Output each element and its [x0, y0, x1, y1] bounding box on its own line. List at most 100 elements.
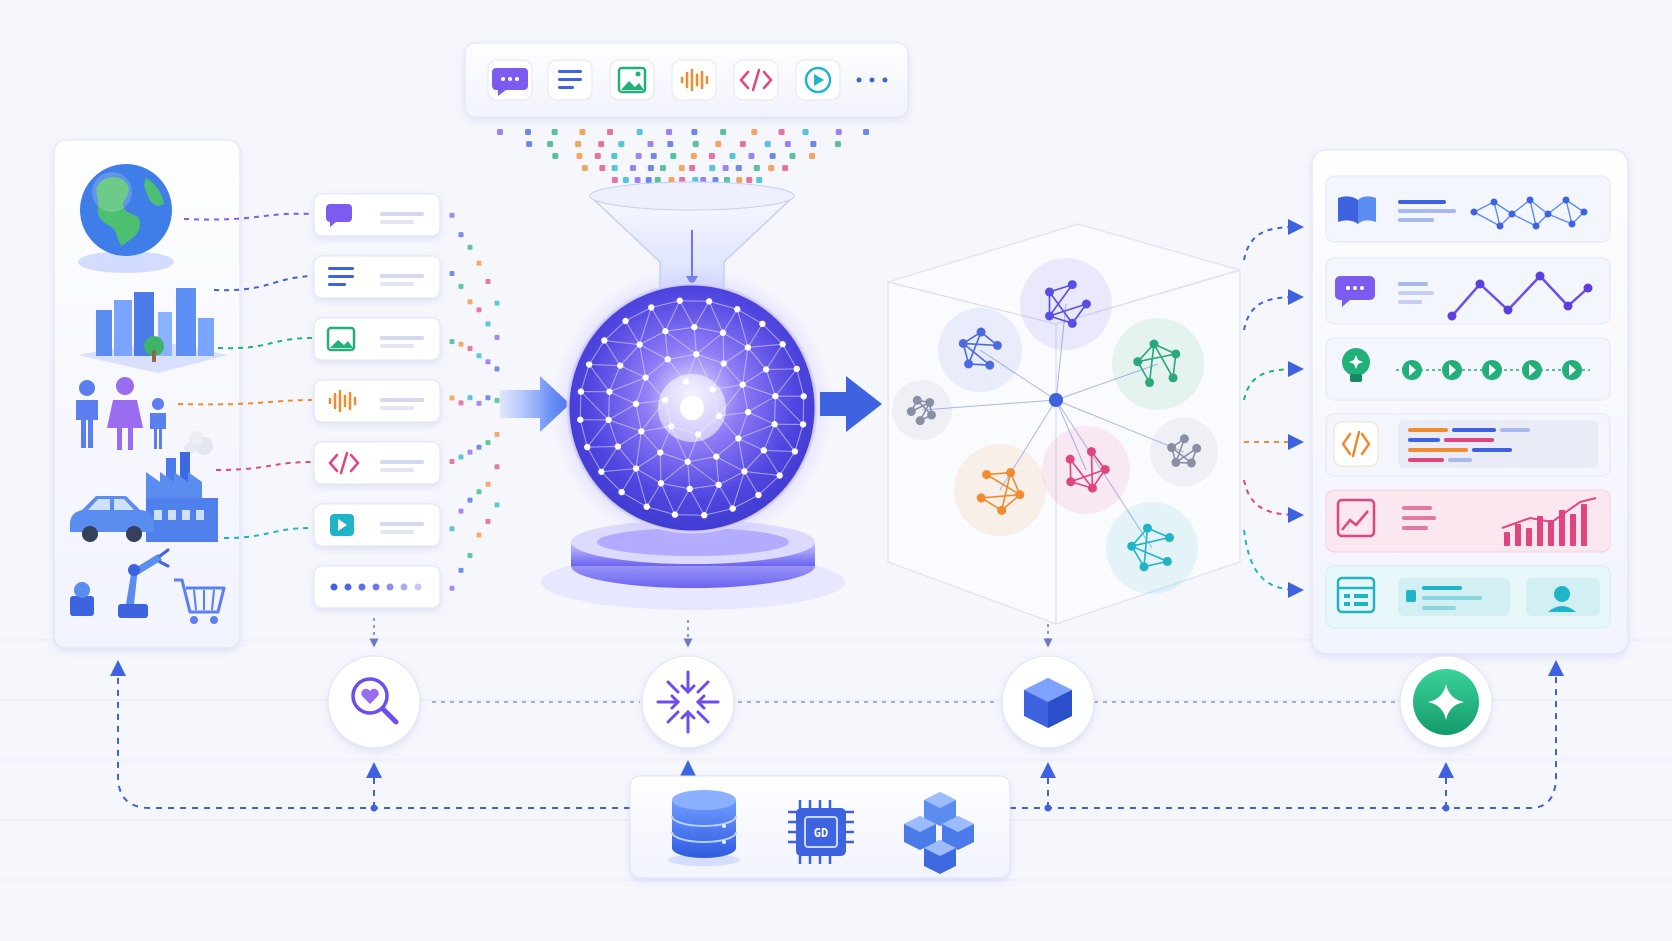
particle: [735, 165, 742, 171]
cluster-node: [915, 416, 925, 426]
particle: [458, 567, 464, 573]
sphere-node: [741, 468, 748, 475]
sphere-node: [584, 443, 591, 451]
robot-arm-icon: [70, 548, 170, 618]
output-row-analytics: [1325, 489, 1611, 553]
globe-icon: [78, 164, 174, 273]
sphere-node: [776, 472, 783, 479]
particle: [756, 177, 763, 183]
cluster-node: [1086, 447, 1096, 457]
particle: [485, 321, 491, 327]
particle: [494, 502, 500, 508]
particle-stream-top: [496, 129, 870, 183]
particle: [467, 299, 473, 305]
particle: [629, 165, 636, 171]
particle: [659, 165, 666, 171]
particle: [668, 177, 675, 183]
particle: [689, 165, 696, 171]
particle: [769, 153, 776, 159]
particle: [485, 359, 491, 365]
particle: [647, 165, 654, 171]
particle: [607, 129, 614, 135]
profile-card: [1526, 578, 1600, 616]
particle: [476, 444, 482, 450]
particle: [748, 153, 755, 159]
cluster-node: [1167, 443, 1177, 453]
particle: [449, 339, 455, 345]
sparkle-icon: [1428, 684, 1464, 720]
sphere-node: [800, 393, 807, 400]
pipeline-row: [327, 618, 1493, 749]
search-heart-icon: [351, 677, 399, 725]
particle: [611, 165, 618, 171]
sphere-node: [739, 381, 746, 388]
sphere-node: [664, 356, 671, 363]
cluster-node: [985, 360, 995, 370]
sphere-node: [686, 485, 693, 493]
sphere-node: [772, 392, 779, 400]
chat-icon: [1335, 276, 1375, 307]
cluster-node: [1127, 541, 1137, 551]
video-icon: [330, 514, 354, 536]
particle: [670, 153, 677, 159]
sphere-node: [719, 329, 727, 336]
particle: [467, 244, 473, 250]
cluster-node: [1100, 464, 1110, 474]
particle: [575, 141, 582, 147]
people-icon: [76, 377, 166, 450]
cluster-node: [964, 359, 974, 369]
output-row-dashboard: [1325, 565, 1611, 629]
sphere-node: [657, 449, 664, 456]
cluster-node: [1015, 490, 1025, 500]
sphere-node: [684, 458, 691, 465]
particle: [449, 459, 455, 465]
audio-icon: [328, 389, 357, 413]
sphere-node: [618, 488, 625, 496]
chart-icon: [1336, 498, 1376, 538]
code-icon: [1341, 430, 1371, 458]
book-icon: [1338, 196, 1376, 224]
particle: [715, 141, 722, 147]
sphere-node: [713, 453, 720, 460]
cluster-node: [925, 397, 935, 407]
cluster-node: [1149, 339, 1159, 349]
modality-card-audio: [313, 379, 441, 423]
cluster-node: [997, 505, 1007, 515]
output-row-knowledge: [1325, 175, 1611, 243]
particle: [494, 397, 500, 403]
sphere-node: [693, 351, 700, 358]
particle: [751, 129, 758, 135]
particle: [778, 129, 785, 135]
source-connectors: [177, 212, 313, 539]
sphere-node: [605, 416, 612, 424]
sphere-node: [632, 400, 640, 408]
cluster-node: [1044, 287, 1054, 297]
cluster-node: [1145, 378, 1155, 388]
particle: [526, 141, 533, 147]
sphere-node: [762, 366, 770, 373]
particle: [810, 141, 817, 147]
image-icon: [609, 59, 655, 101]
gpu-chip-label: GD: [814, 826, 828, 840]
chat-icon: [326, 204, 352, 227]
cluster-node: [1142, 523, 1152, 533]
sphere-node: [759, 320, 766, 328]
output-row-chat: [1325, 257, 1611, 325]
database-icon: [668, 790, 740, 866]
particle: [547, 141, 554, 147]
particle: [581, 165, 588, 171]
knowledge-cube: [887, 223, 1241, 625]
cluster-node: [1044, 311, 1054, 321]
sphere-node: [779, 341, 786, 348]
particle: [692, 141, 699, 147]
particle: [467, 497, 473, 503]
particle: [552, 153, 559, 159]
dashboard-icon: [1336, 576, 1376, 614]
particle: [764, 141, 771, 147]
output-connectors: [1243, 219, 1304, 598]
particle: [576, 153, 583, 159]
particle: [809, 153, 816, 159]
sphere-node: [622, 317, 629, 325]
cluster-node: [912, 395, 922, 405]
